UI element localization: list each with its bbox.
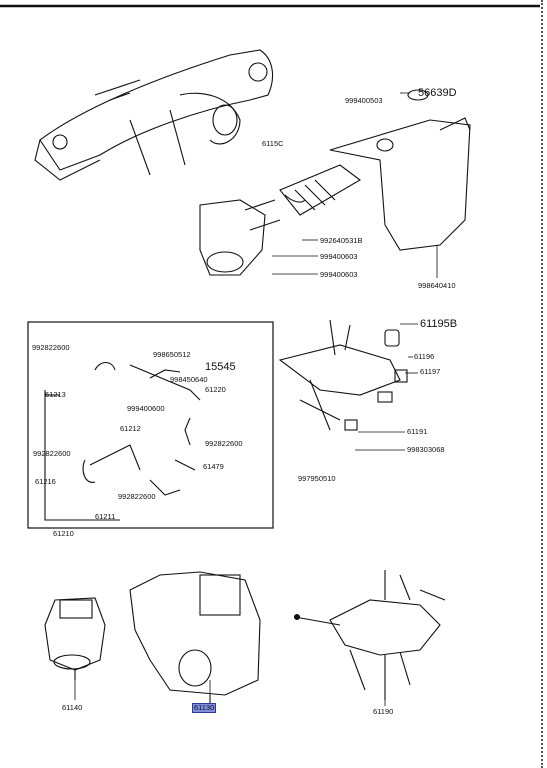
label-61130-highlighted[interactable]: 61130 xyxy=(191,703,217,713)
right-border xyxy=(541,0,547,768)
label-997950510: 997950510 xyxy=(298,474,336,483)
label-61140: 61140 xyxy=(62,703,83,712)
label-992822600-c: 992822600 xyxy=(33,449,71,458)
label-61479: 61479 xyxy=(203,462,224,471)
blower-61140-drawing xyxy=(44,597,106,680)
label-61196: 61196 xyxy=(414,352,435,361)
label-992640531B: 992640531B xyxy=(320,236,363,245)
label-992822600-d: 992822600 xyxy=(118,492,156,501)
leader-lines xyxy=(74,92,438,706)
label-61210: 61210 xyxy=(53,529,74,538)
group-frame-61210 xyxy=(27,321,274,529)
label-999400600: 999400600 xyxy=(127,404,165,413)
label-61216: 61216 xyxy=(35,477,56,486)
label-998303068: 998303068 xyxy=(407,445,445,454)
label-61195B: 61195B xyxy=(420,318,458,330)
label-998450640: 998450640 xyxy=(170,375,208,384)
bracket-drawing xyxy=(278,319,408,431)
label-61212: 61212 xyxy=(120,424,141,433)
label-998640410: 998640410 xyxy=(418,281,456,290)
label-61213: 61213 xyxy=(45,390,66,399)
label-992822600-b: 992822600 xyxy=(205,439,243,448)
duct-assembly-drawing xyxy=(199,89,471,276)
label-999400503: 999400503 xyxy=(345,96,383,105)
label-61197: 61197 xyxy=(420,367,441,376)
heater-61130-drawing xyxy=(129,571,261,705)
label-999400603-a: 999400603 xyxy=(320,252,358,261)
label-61191: 61191 xyxy=(407,427,428,436)
label-999400603-b: 999400603 xyxy=(320,270,358,279)
label-998650512: 998650512 xyxy=(153,350,191,359)
label-992822600-a: 992822600 xyxy=(32,343,70,352)
control-61190-drawing xyxy=(293,570,446,700)
label-56639D: 56639D xyxy=(418,87,457,99)
label-6115C: 6115C xyxy=(262,139,284,148)
dashboard-drawing xyxy=(34,49,274,181)
label-15545: 15545 xyxy=(205,361,236,373)
label-61211: 61211 xyxy=(95,512,116,521)
label-61220: 61220 xyxy=(205,385,226,394)
hose-drawing xyxy=(44,361,201,521)
label-61190: 61190 xyxy=(373,707,394,716)
